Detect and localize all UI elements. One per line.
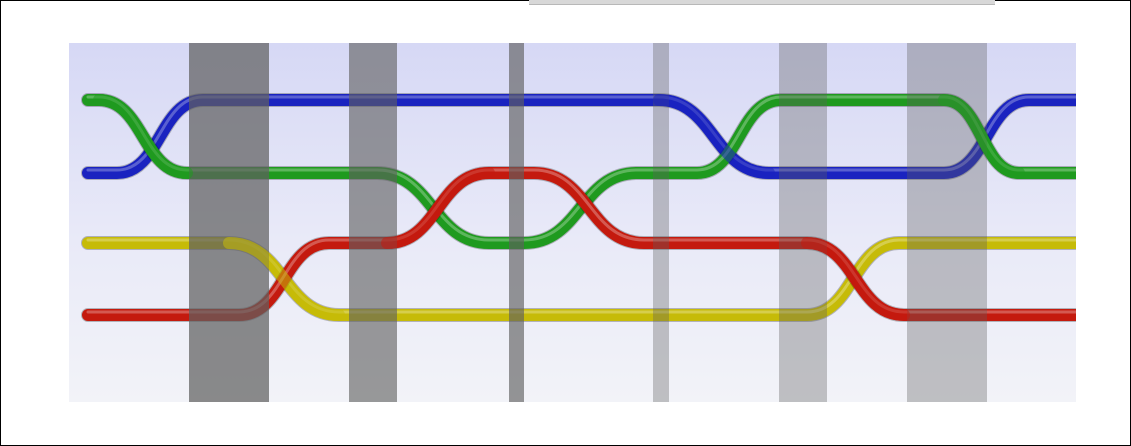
crossing-3-over-red xyxy=(381,167,495,249)
braid-diagram xyxy=(69,43,1076,402)
crossing-2-over-yellow xyxy=(223,237,345,321)
crossing-4-over-blue xyxy=(653,94,775,179)
rod-2 xyxy=(349,43,397,402)
rod-5 xyxy=(779,43,827,402)
frame-top-rule-left xyxy=(1,0,529,1)
frame-top-rule-right xyxy=(995,0,1131,1)
strands-front-layer xyxy=(93,94,1025,321)
rod-1 xyxy=(189,43,269,402)
crossing-5-over-red xyxy=(801,237,910,321)
top-tab xyxy=(529,0,995,5)
crossing-1-over-green xyxy=(93,94,193,179)
crossing-6-over-green xyxy=(938,94,1025,179)
rod-3 xyxy=(509,43,524,402)
rods-layer xyxy=(189,43,987,402)
rod-4 xyxy=(653,43,669,402)
